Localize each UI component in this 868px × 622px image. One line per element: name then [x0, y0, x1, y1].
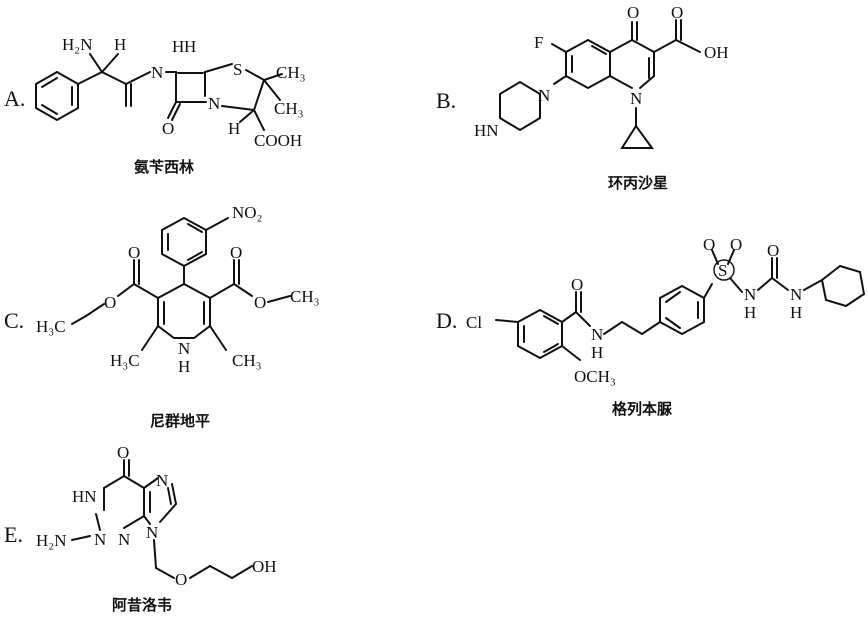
atom-label: O: [571, 275, 583, 294]
atom-label: O: [254, 293, 266, 312]
atom-label: H: [228, 119, 240, 138]
atom-label: N: [744, 285, 756, 304]
atom-label: F: [534, 33, 543, 52]
atom-label: OH: [252, 557, 277, 576]
drug-name: 阿昔洛韦: [112, 596, 172, 614]
atom-label: O: [230, 243, 242, 262]
atom-label: OH: [704, 43, 729, 62]
atom-label: O: [104, 293, 116, 312]
structure-b: B. F O O OH N N HN 环丙沙星: [436, 3, 729, 192]
option-letter: E.: [4, 522, 23, 547]
atom-label: H: [114, 35, 126, 54]
atom-label: H₂N: [62, 35, 92, 54]
drug-name: 环丙沙星: [608, 174, 668, 192]
atom-label: N: [146, 523, 158, 542]
drug-name: 格列本脲: [612, 400, 673, 418]
option-letter: D.: [436, 308, 457, 333]
atom-label: N: [118, 530, 130, 549]
atom-label: O: [627, 3, 639, 22]
atom-label: N: [178, 339, 190, 358]
atom-label: Cl: [466, 313, 482, 332]
atom-label: HN: [72, 487, 97, 506]
atom-label: H: [172, 37, 184, 56]
drug-name: 尼群地平: [150, 412, 210, 430]
atom-label: H: [790, 303, 802, 322]
atom-label: COOH: [254, 131, 302, 150]
structure-c: C. NO₂ O O H₃C O O CH₃ H₃C N H CH₃ 尼群地平: [4, 203, 320, 430]
atom-label: H: [744, 303, 756, 322]
atom-label: H: [591, 343, 603, 362]
atom-label: N: [156, 471, 168, 490]
atom-label: CH₃: [276, 63, 306, 82]
atom-label: N: [538, 86, 550, 105]
atom-label: H: [184, 37, 196, 56]
atom-label: O: [767, 241, 779, 260]
atom-label: N: [630, 89, 642, 108]
atom-label: O: [117, 443, 129, 462]
atom-label: O: [703, 235, 715, 254]
atom-label: CH₃: [232, 351, 262, 370]
atom-label: CH₃: [274, 99, 304, 118]
option-letter: B.: [436, 88, 456, 113]
atom-label: OCH₃: [574, 367, 616, 386]
structure-a: A. H₂N H N H H S CH₃ CH₃ N O H COOH 氨苄西林: [4, 35, 306, 176]
atom-label: H₃C: [36, 317, 66, 336]
atom-label: N: [790, 285, 802, 304]
atom-label: H: [178, 357, 190, 376]
option-letter: C.: [4, 308, 24, 333]
atom-label: N: [591, 325, 603, 344]
atom-label: S: [718, 261, 727, 280]
atom-label: NO₂: [232, 203, 262, 222]
atom-label: H₂N: [36, 531, 66, 550]
atom-label: H₃C: [110, 351, 140, 370]
atom-label: O: [162, 119, 174, 138]
structure-d: D. Cl O N H S O O N H O N H OCH₃ 格列本脲: [436, 235, 866, 418]
atom-label: CH₃: [290, 287, 320, 306]
structure-e: E. O HN N N H₂N N N O OH 阿昔洛韦: [4, 443, 277, 614]
atom-label: N: [94, 530, 106, 549]
atom-label: HN: [474, 121, 499, 140]
atom-label: N: [151, 63, 163, 82]
atom-label: O: [730, 235, 742, 254]
atom-label: O: [671, 3, 683, 22]
atom-label: O: [128, 243, 140, 262]
atom-label: N: [208, 94, 220, 113]
option-letter: A.: [4, 86, 25, 111]
atom-label: S: [233, 60, 242, 79]
drug-name: 氨苄西林: [134, 158, 195, 176]
atom-label: O: [175, 570, 187, 589]
